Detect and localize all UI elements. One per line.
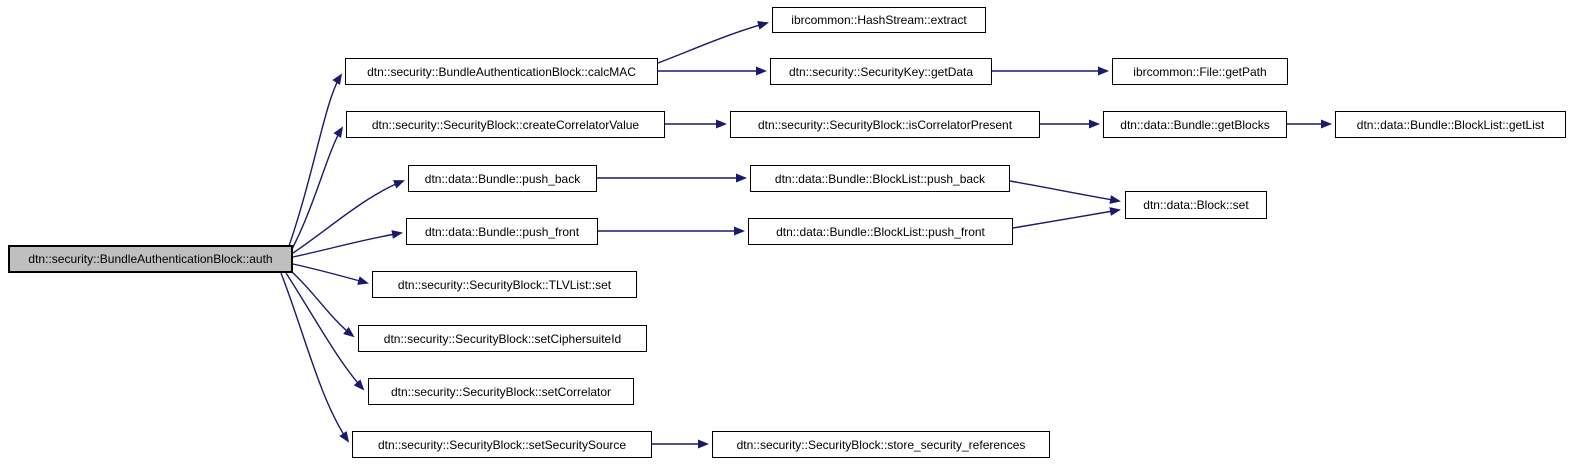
node-blocklist-push-front[interactable]: dtn::data::Bundle::BlockList::push_front (748, 218, 1013, 245)
edge-blockListPushBack-blockSet (1009, 180, 1121, 204)
node-calcmac[interactable]: dtn::security::BundleAuthenticationBlock… (345, 58, 658, 85)
node-block-set[interactable]: dtn::data::Block::set (1125, 191, 1267, 219)
edge-auth-createCorrelatorValue (291, 126, 344, 250)
edge-auth-setSecuritySource (280, 272, 350, 443)
node-hashstream-extract[interactable]: ibrcommon::HashStream::extract (772, 7, 986, 33)
node-securitykey-getdata[interactable]: dtn::security::SecurityKey::getData (770, 58, 992, 85)
node-bundle-getblocks[interactable]: dtn::data::Bundle::getBlocks (1103, 111, 1287, 138)
edge-blockListPushFront-blockSet (1012, 207, 1121, 229)
edge-auth-tlvListSet (292, 263, 369, 285)
node-store-security-references[interactable]: dtn::security::SecurityBlock::store_secu… (712, 431, 1050, 458)
node-iscorrelatorpresent[interactable]: dtn::security::SecurityBlock::isCorrelat… (730, 111, 1040, 138)
edge-auth-setCorrelator (285, 272, 365, 391)
node-file-getpath[interactable]: ibrcommon::File::getPath (1112, 58, 1288, 85)
edge-auth-bundlePushFront (292, 230, 403, 258)
edge-calcMAC-extract (657, 21, 769, 64)
node-tlvlist-set[interactable]: dtn::security::SecurityBlock::TLVList::s… (372, 271, 637, 298)
edge-auth-calcMAC (288, 73, 343, 247)
node-auth: dtn::security::BundleAuthenticationBlock… (8, 245, 293, 273)
edge-auth-setCiphersuiteId (290, 270, 355, 338)
node-blocklist-push-back[interactable]: dtn::data::Bundle::BlockList::push_back (750, 165, 1010, 192)
node-bundle-push-back[interactable]: dtn::data::Bundle::push_back (408, 165, 597, 192)
node-setsecuritysource[interactable]: dtn::security::SecurityBlock::setSecurit… (352, 431, 652, 458)
node-setciphersuiteid[interactable]: dtn::security::SecurityBlock::setCiphers… (358, 325, 647, 352)
node-createcorrelatorvalue[interactable]: dtn::security::SecurityBlock::createCorr… (346, 111, 665, 138)
edge-auth-bundlePushBack (292, 180, 405, 254)
node-blocklist-getlist[interactable]: dtn::data::Bundle::BlockList::getList (1335, 111, 1566, 138)
node-setcorrelator[interactable]: dtn::security::SecurityBlock::setCorrela… (368, 378, 634, 405)
node-bundle-push-front[interactable]: dtn::data::Bundle::push_front (406, 218, 598, 245)
